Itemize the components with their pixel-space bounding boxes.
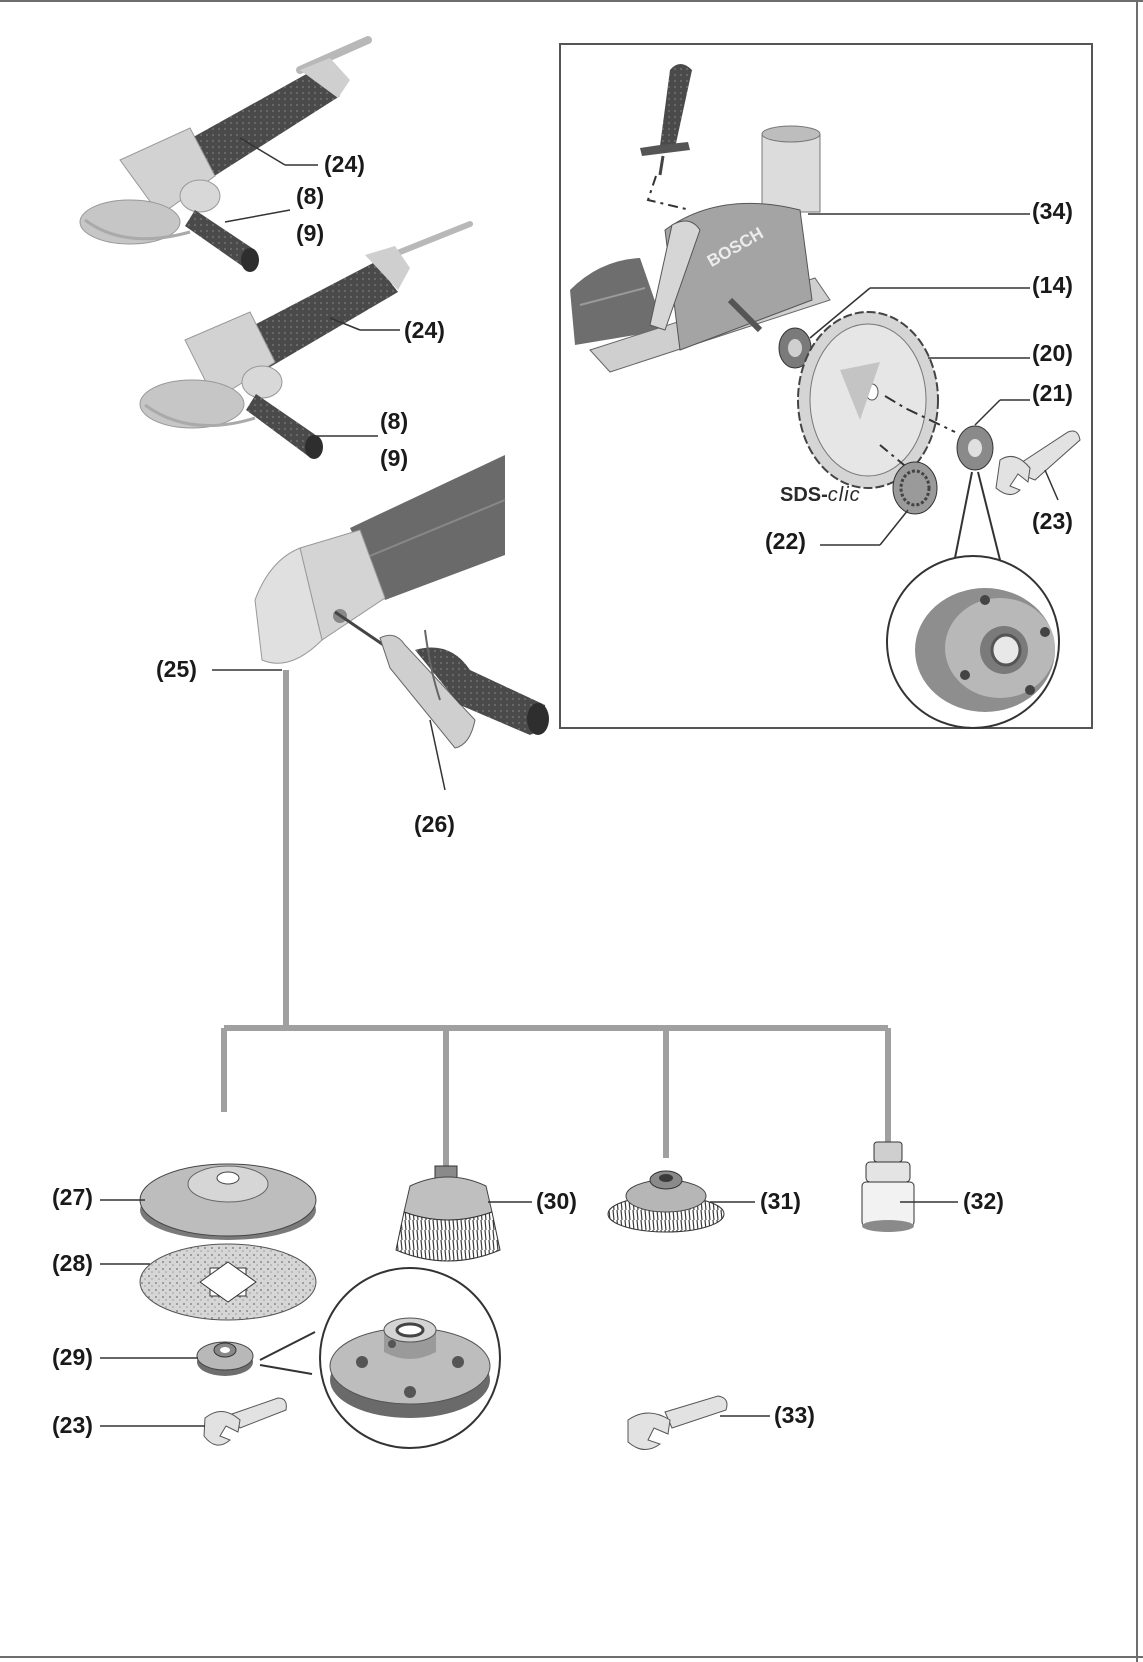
callout-32: (32) xyxy=(963,1188,1004,1214)
page-frame-top xyxy=(0,0,1143,2)
wrench-23-bottom xyxy=(203,1397,287,1446)
callout-23-bottom: (23) xyxy=(52,1412,93,1438)
grinder-illustration-c xyxy=(254,455,549,749)
inset-diamond-blade-20 xyxy=(797,311,939,489)
callout-27: (27) xyxy=(52,1184,93,1210)
callout-31: (31) xyxy=(760,1188,801,1214)
callout-24-middle: (24) xyxy=(404,317,445,343)
callout-29: (29) xyxy=(52,1344,93,1370)
inset-detail-circle xyxy=(886,471,1060,729)
callout-33: (33) xyxy=(774,1402,815,1428)
callout-25: (25) xyxy=(156,656,197,682)
backing-pad-27 xyxy=(139,1163,317,1240)
callout-30: (30) xyxy=(536,1188,577,1214)
inset-handle xyxy=(640,64,692,211)
inset-sds-clic-nut-22 xyxy=(892,461,938,515)
inset-clamping-nut-21 xyxy=(956,425,994,471)
inset-flange-14 xyxy=(778,327,812,369)
page-frame-bottom xyxy=(0,1656,1143,1658)
conical-brush-31 xyxy=(607,1170,725,1233)
adapter-32 xyxy=(861,1141,915,1232)
sds-clic-suffix: clic xyxy=(827,484,861,506)
callout-23-inset: (23) xyxy=(1032,508,1073,534)
callout-24-top: (24) xyxy=(324,151,365,177)
callout-8-middle: (8) xyxy=(380,408,409,434)
callout-28: (28) xyxy=(52,1250,93,1276)
clamping-nut-detail-circle xyxy=(259,1267,501,1449)
callout-22: (22) xyxy=(765,528,806,554)
callout-9-middle: (9) xyxy=(380,445,409,471)
callout-34: (34) xyxy=(1032,198,1073,224)
sanding-sheet-28 xyxy=(139,1243,317,1321)
grinder-illustration-a xyxy=(79,36,372,272)
callout-14: (14) xyxy=(1032,272,1073,298)
accessory-tree xyxy=(221,670,891,1168)
clamping-nut-29 xyxy=(196,1341,254,1376)
cup-brush-30 xyxy=(395,1165,501,1262)
inset-assembly-axis xyxy=(884,395,956,433)
callout-21: (21) xyxy=(1032,380,1073,406)
callout-20: (20) xyxy=(1032,340,1073,366)
inset-wrench-23 xyxy=(995,430,1081,495)
callout-8-top: (8) xyxy=(296,183,325,209)
sds-clic-prefix: SDS- xyxy=(780,484,828,506)
wrench-33 xyxy=(627,1395,728,1450)
callout-26: (26) xyxy=(414,811,455,837)
page-frame-right xyxy=(1136,0,1138,1662)
inset-cutting-guard: BOSCH xyxy=(570,125,831,373)
inset-box xyxy=(559,43,1093,729)
callout-9-top: (9) xyxy=(296,220,325,246)
sds-clic-label: SDS-clic xyxy=(780,484,861,507)
grinder-illustration-b xyxy=(139,221,473,459)
